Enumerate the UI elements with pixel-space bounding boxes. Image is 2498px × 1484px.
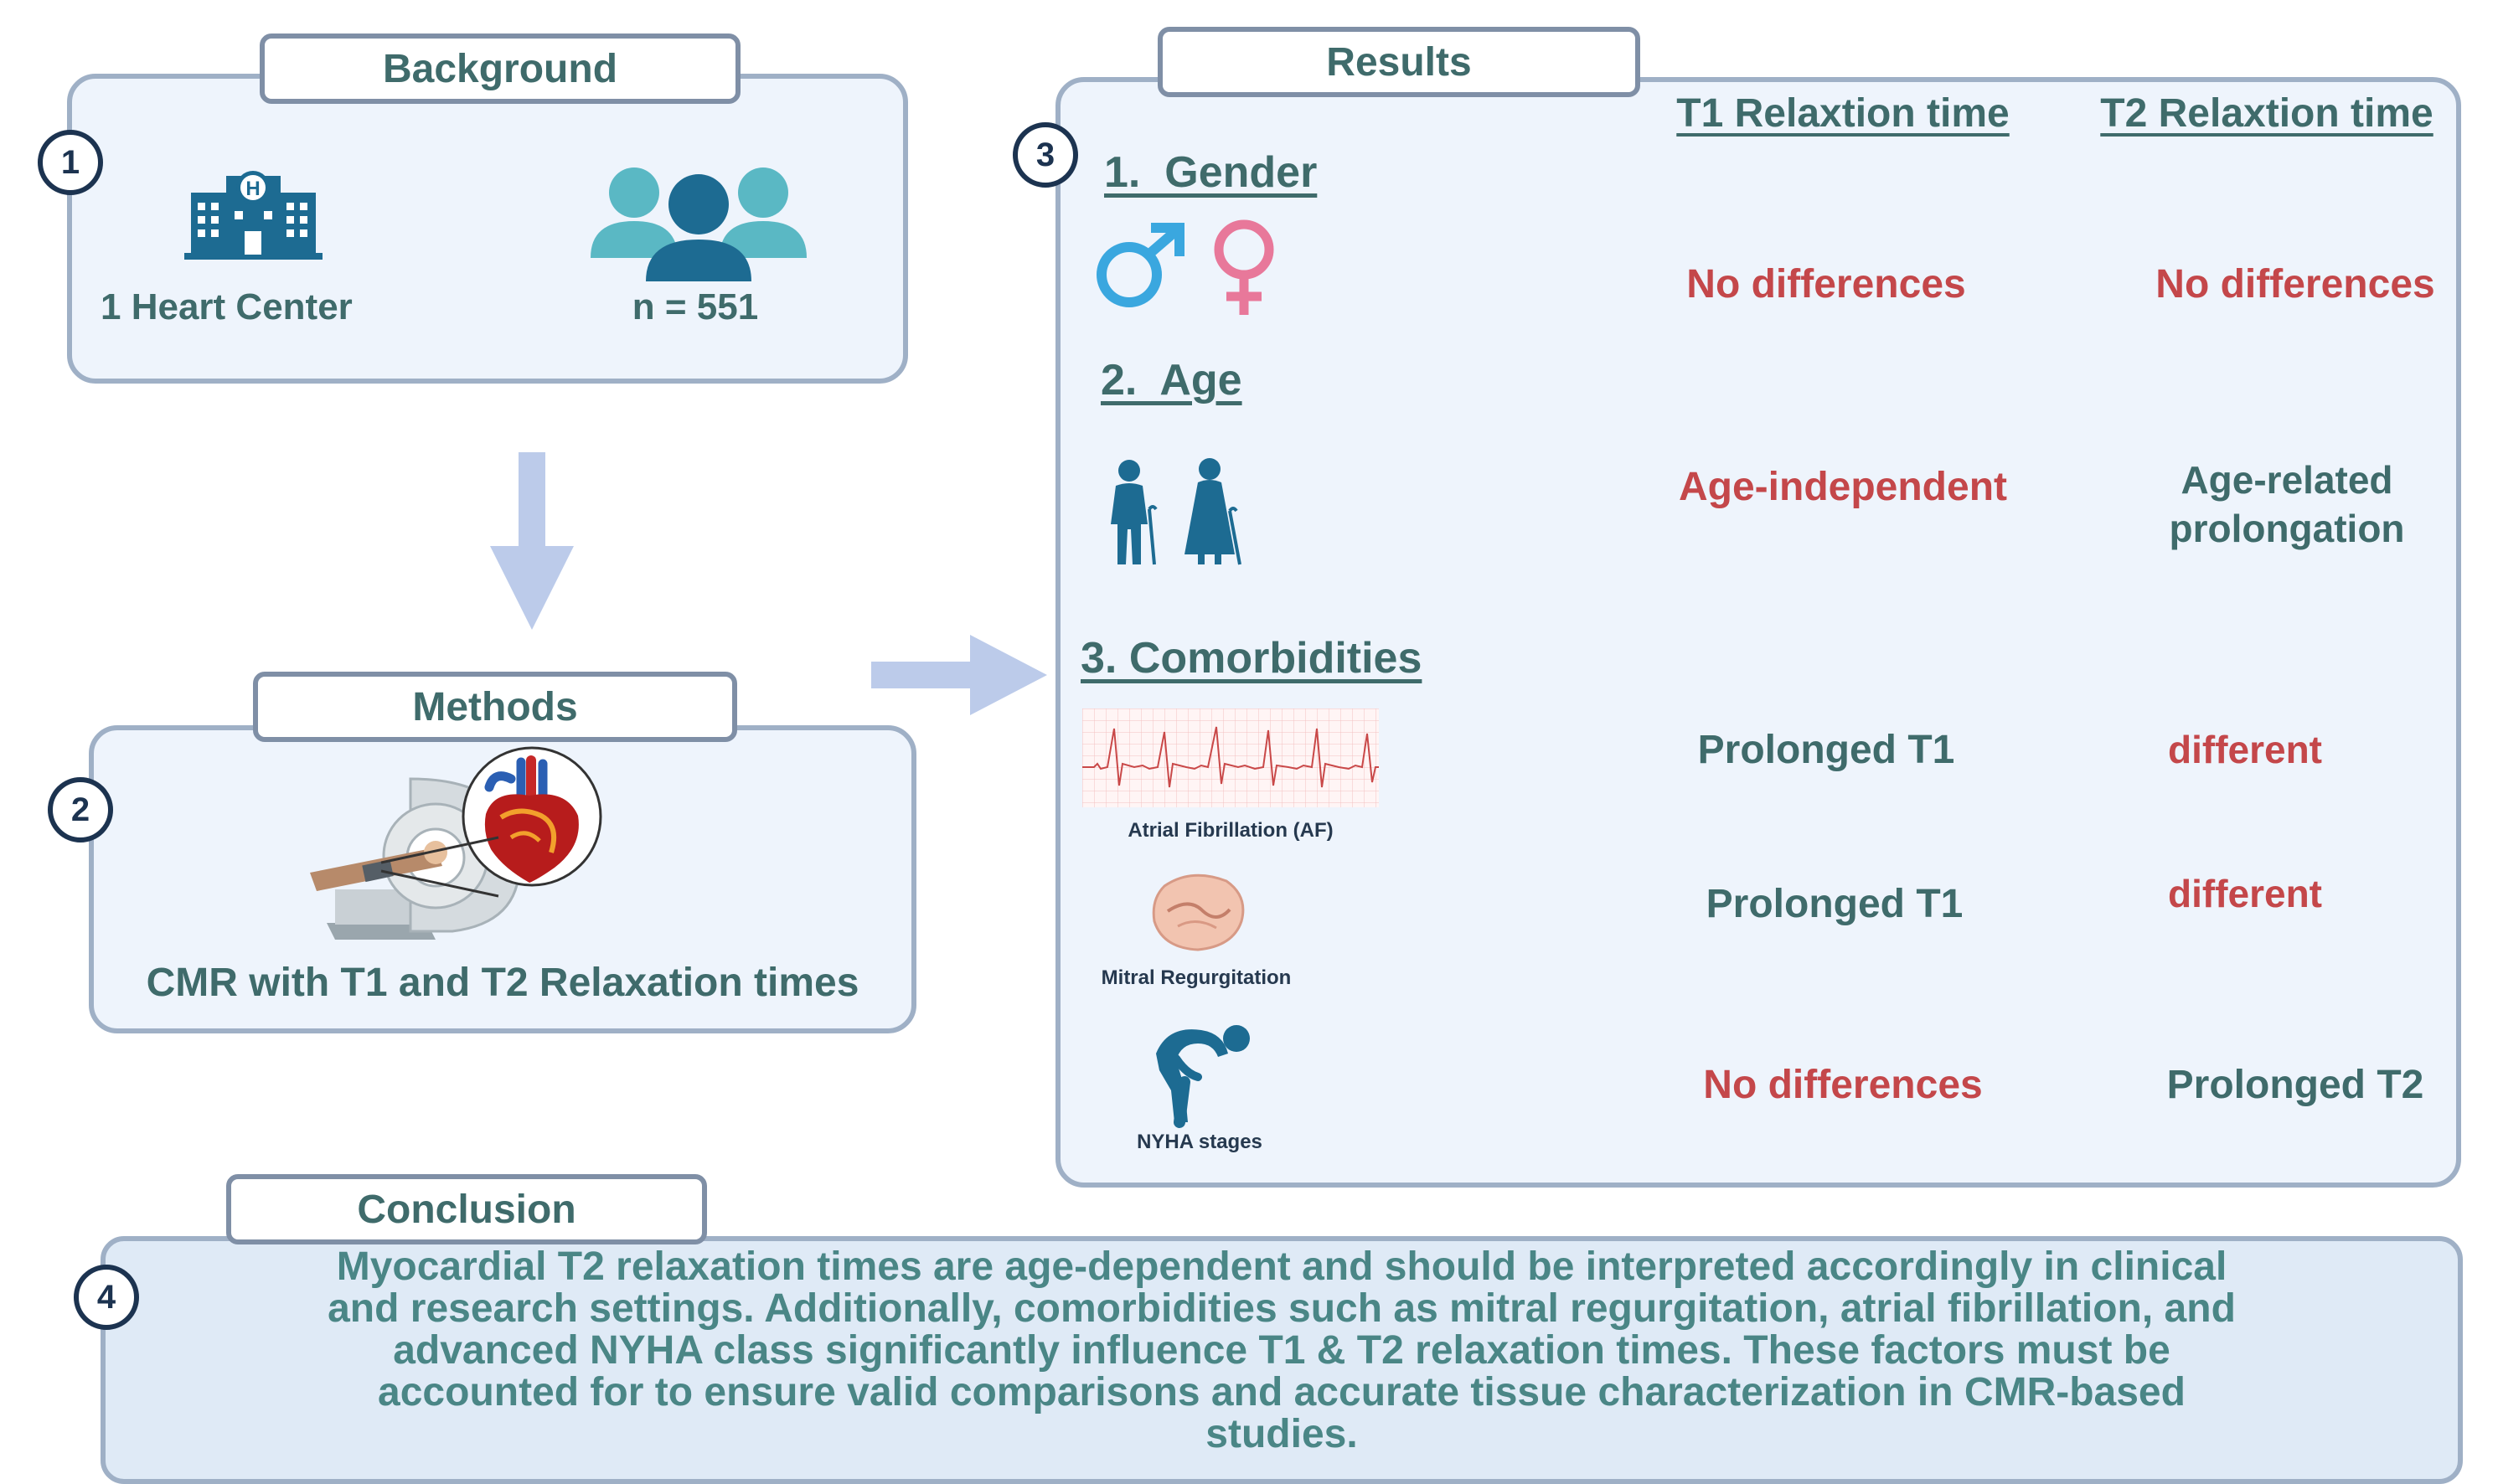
- mr-t1-result: Prolonged T1: [1706, 882, 1964, 926]
- af-label: Atrial Fibrillation (AF): [1128, 819, 1334, 842]
- mr-label: Mitral Regurgitation: [1101, 966, 1292, 989]
- t2-column-header: T2 Relaxtion time: [2100, 91, 2433, 136]
- age-t1-result: Age-independent: [1679, 465, 2007, 509]
- methods-title: Methods: [253, 672, 737, 742]
- scanner-callout-line: [380, 836, 499, 898]
- gender-heading: 1. Gender: [1104, 148, 1318, 197]
- age-heading: 2. Age: [1101, 356, 1242, 404]
- elderly-woman-icon: [1184, 458, 1241, 565]
- gender-t2-result: No differences: [2155, 262, 2435, 307]
- step-number-1: 1: [38, 130, 103, 195]
- svg-text:H: H: [245, 178, 260, 200]
- af-t2-result: different: [2168, 728, 2322, 771]
- nyha-t1-result: No differences: [1703, 1063, 1983, 1107]
- conclusion-line-2: and research settings. Additionally, com…: [328, 1286, 2236, 1331]
- conclusion-line-1: Myocardial T2 relaxation times are age-d…: [336, 1244, 2227, 1289]
- results-title: Results: [1158, 27, 1640, 97]
- mr-t2-result: different: [2168, 872, 2322, 915]
- background-title: Background: [260, 33, 741, 104]
- male-symbol-icon: [1097, 223, 1184, 307]
- heart-center-label: 1 Heart Center: [101, 286, 353, 327]
- elderly-man-icon: [1111, 460, 1158, 565]
- mri-scanner-icon: [310, 777, 521, 940]
- ecg-strip-icon: [1082, 709, 1379, 807]
- gender-t1-result: No differences: [1686, 262, 1966, 307]
- heart-icon: [462, 746, 602, 887]
- step-number-2: 2: [48, 777, 113, 842]
- sample-size-label: n = 551: [632, 286, 759, 327]
- comorbidities-heading: 3. Comorbidities: [1081, 634, 1422, 683]
- fatigued-person-icon: [1156, 1025, 1250, 1128]
- t1-column-header: T1 Relaxtion time: [1676, 91, 2010, 136]
- age-t2-result-line2: prolongation: [2169, 507, 2405, 550]
- af-t1-result: Prolonged T1: [1697, 728, 1955, 772]
- nyha-t2-result: Prolonged T2: [2166, 1063, 2424, 1107]
- conclusion-panel: [101, 1236, 2463, 1484]
- conclusion-line-3: advanced NYHA class significantly influe…: [393, 1328, 2170, 1373]
- hospital-icon: H: [184, 171, 323, 260]
- right-arrow: [871, 635, 1047, 715]
- people-group-icon: [591, 167, 807, 281]
- methods-caption: CMR with T1 and T2 Relaxation times: [146, 961, 859, 1005]
- female-symbol-icon: [1214, 219, 1274, 315]
- step-number-3: 3: [1013, 122, 1078, 188]
- conclusion-title: Conclusion: [226, 1174, 707, 1244]
- step-number-4: 4: [74, 1265, 139, 1330]
- conclusion-text: Myocardial T2 relaxation times are age-d…: [142, 1246, 2421, 1456]
- nyha-label: NYHA stages: [1137, 1131, 1262, 1153]
- conclusion-line-5: studies.: [1205, 1412, 1358, 1456]
- down-arrow: [490, 452, 574, 630]
- results-panel: [1055, 77, 2461, 1188]
- age-t2-result-line1: Age-related: [2181, 458, 2393, 502]
- conclusion-line-4: accounted for to ensure valid comparison…: [378, 1370, 2186, 1414]
- mitral-valve-icon: [1152, 873, 1245, 951]
